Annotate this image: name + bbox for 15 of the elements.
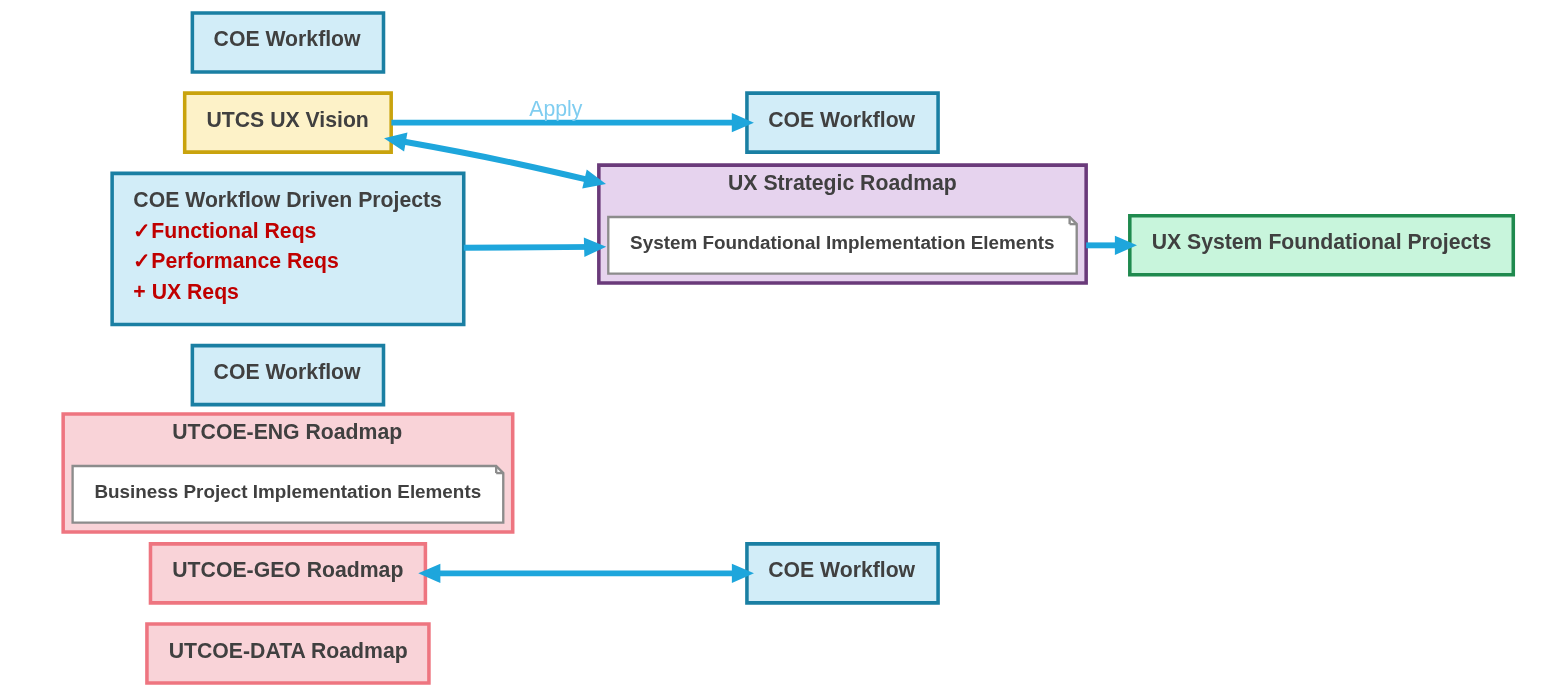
node-box: UTCOE-GEO Roadmap — [148, 542, 427, 605]
node-box: COE Workflow Driven Projects ✓Functional Reqs ✓Performance Reqs + UX Reqs — [109, 171, 465, 327]
node-box: COE Workflow — [744, 91, 940, 154]
node-box: COE Workflow — [744, 542, 940, 605]
node-box: UTCS UX Vision — [182, 91, 393, 154]
node-box: COE Workflow — [190, 343, 385, 407]
arrow — [390, 112, 754, 133]
node-box: COE Workflow — [190, 11, 385, 74]
edge-label: Apply — [528, 97, 582, 121]
arrow — [417, 563, 754, 584]
arrow — [383, 132, 606, 189]
node-box: UX System Foundational Projects — [1127, 214, 1515, 277]
arrow — [463, 237, 606, 257]
node-box: UTCOE-DATA Roadmap — [144, 622, 431, 685]
arrow — [1085, 235, 1137, 255]
